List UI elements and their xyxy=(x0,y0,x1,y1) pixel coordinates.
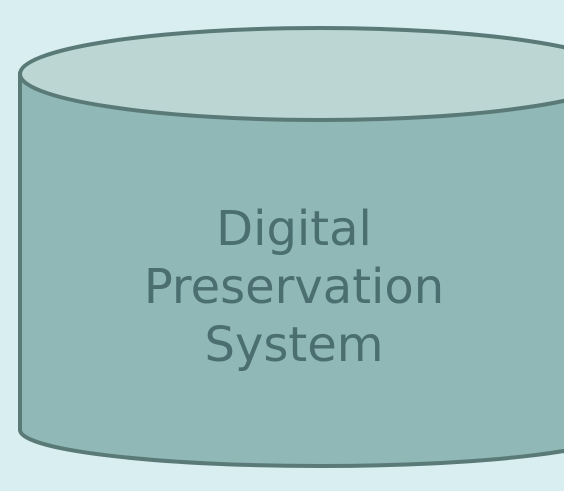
label-line-3: System xyxy=(204,317,384,373)
cylinder-label: Digital Preservation System xyxy=(24,200,564,374)
label-line-2: Preservation xyxy=(143,259,445,315)
label-line-1: Digital xyxy=(216,201,372,257)
cylinder-top xyxy=(18,26,564,122)
cylinder-body xyxy=(18,72,564,468)
